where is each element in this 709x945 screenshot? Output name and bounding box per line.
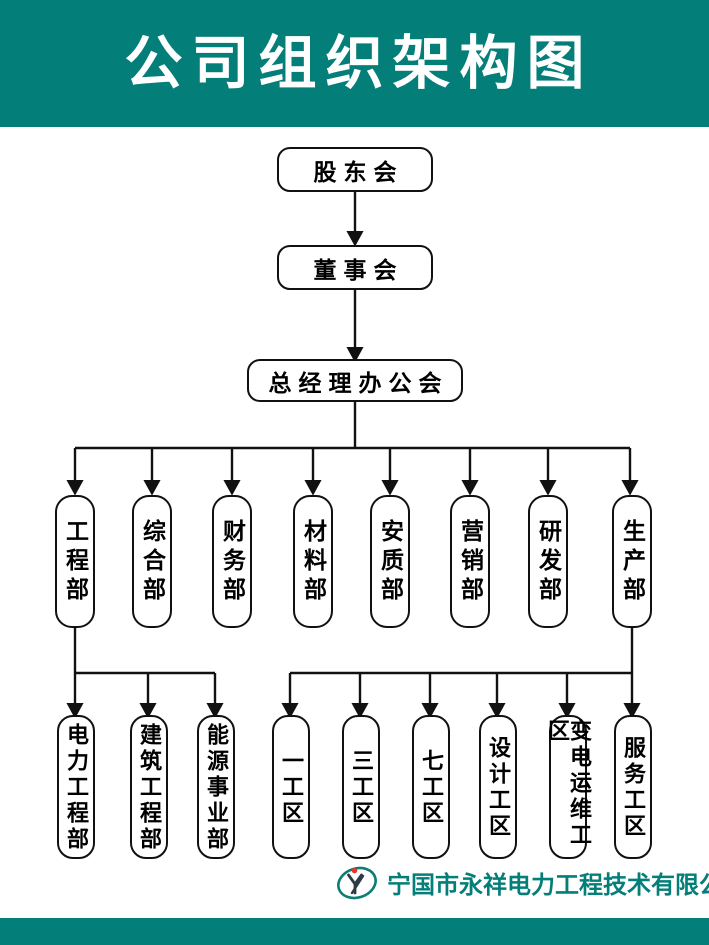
node-dept-safety-quality[interactable]: 安质部 xyxy=(370,495,410,628)
node-dept-general[interactable]: 综合部 xyxy=(132,495,172,628)
yongxiang-circle-logo-icon xyxy=(337,866,377,900)
node-zone-service[interactable]: 服务工区 xyxy=(614,715,652,859)
node-shareholders[interactable]: 股东会 xyxy=(277,147,433,192)
node-zone-3[interactable]: 三工区 xyxy=(342,715,380,859)
node-dept-finance[interactable]: 财务部 xyxy=(212,495,252,628)
node-sub-power-engineering[interactable]: 电力工程部 xyxy=(57,715,95,859)
node-sub-construction-engineering[interactable]: 建筑工程部 xyxy=(130,715,168,859)
node-dept-engineering[interactable]: 工程部 xyxy=(55,495,95,628)
node-dept-marketing[interactable]: 营销部 xyxy=(450,495,490,628)
org-chart: 股东会 董事会 总经理办公会 工程部 综合部 财务部 材料部 安质部 营销部 研… xyxy=(0,127,709,918)
footer-band xyxy=(0,918,709,945)
node-zone-1[interactable]: 一工区 xyxy=(272,715,310,859)
node-dept-materials[interactable]: 材料部 xyxy=(293,495,333,628)
company-name: 宁国市永祥电力工程技术有限公司 xyxy=(387,871,709,899)
page-title: 公司组织架构图 xyxy=(124,30,594,96)
connector-lines xyxy=(66,192,641,719)
node-zone-7[interactable]: 七工区 xyxy=(412,715,450,859)
node-dept-production[interactable]: 生产部 xyxy=(612,495,652,628)
node-board[interactable]: 董事会 xyxy=(277,245,433,290)
company-brand: 宁国市永祥电力工程技术有限公司 xyxy=(336,860,709,904)
node-zone-substation-om[interactable]: 变电运维工区 xyxy=(545,715,592,859)
node-gm-office[interactable]: 总经理办公会 xyxy=(247,359,463,402)
node-dept-rnd[interactable]: 研发部 xyxy=(528,495,568,628)
node-sub-energy-division[interactable]: 能源事业部 xyxy=(197,715,235,859)
header-band: 公司组织架构图 xyxy=(0,0,709,127)
node-zone-design[interactable]: 设计工区 xyxy=(479,715,517,859)
